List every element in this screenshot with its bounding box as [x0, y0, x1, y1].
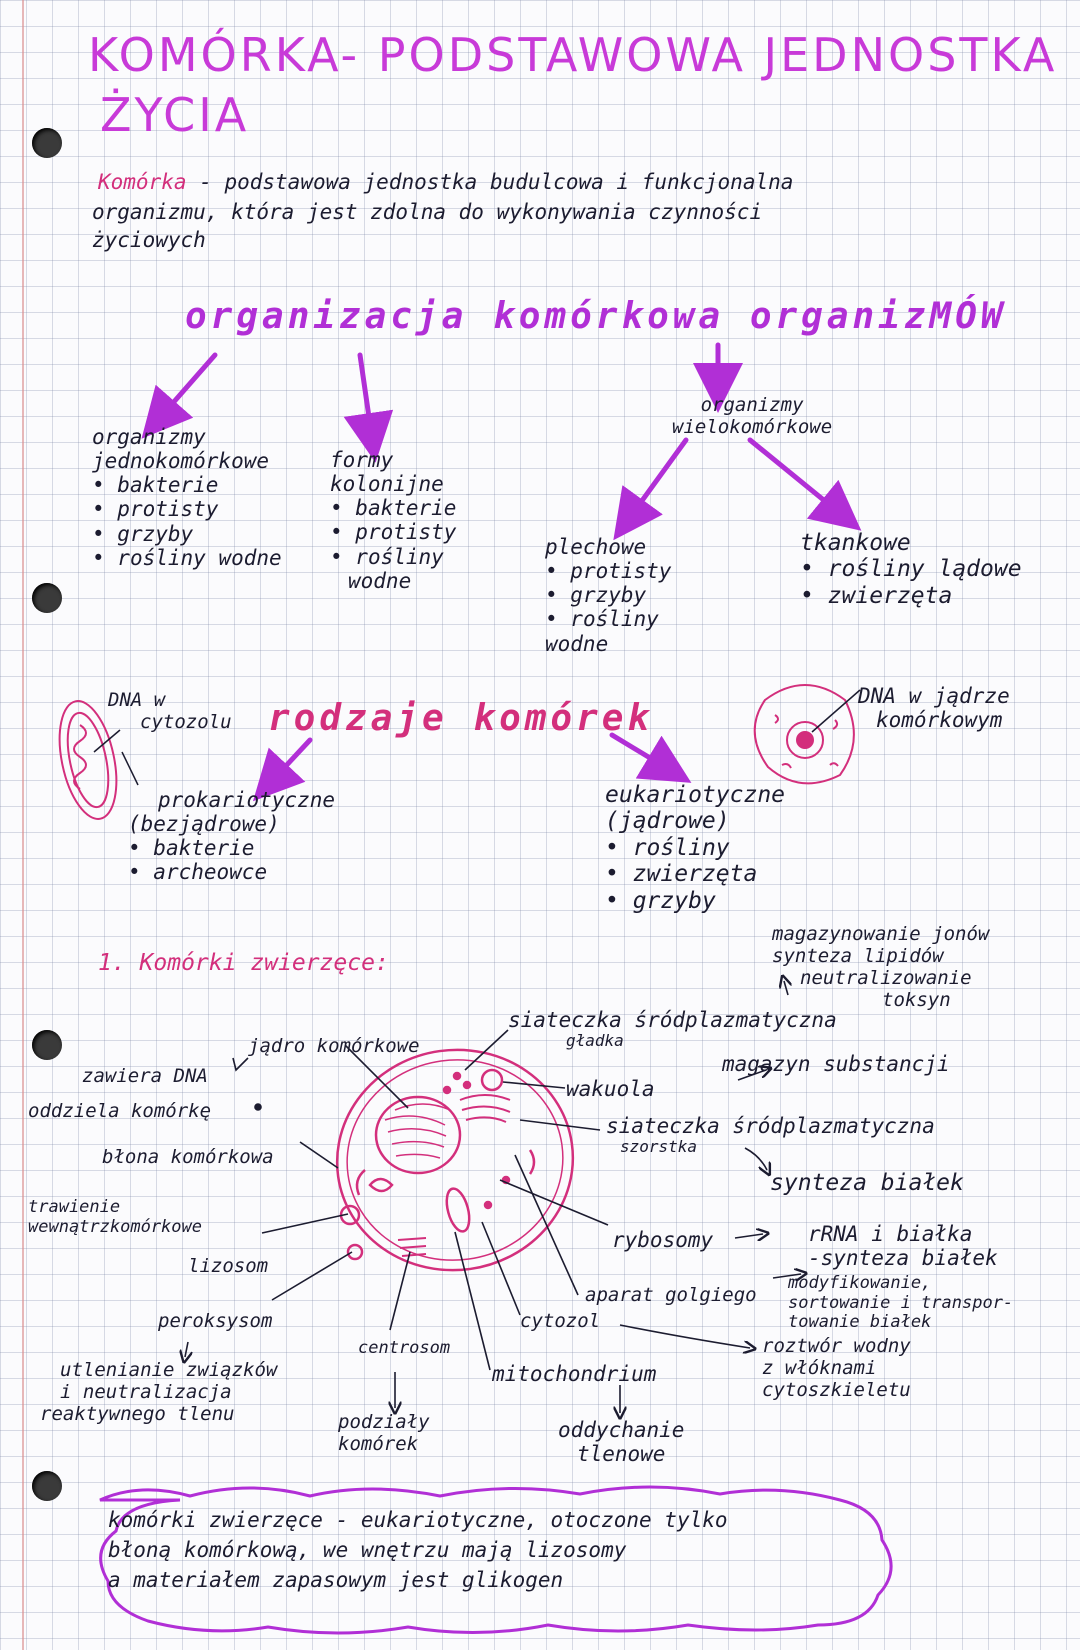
- list-item: • rośliny: [545, 607, 659, 632]
- label-vacuole: wakuola: [566, 1077, 655, 1101]
- label-digestion: trawienie wewnątrzkomórkowe: [28, 1197, 202, 1237]
- list-item: • zwierzęta: [800, 582, 953, 609]
- list-item: wodne: [348, 568, 412, 593]
- page-margin-line: [22, 0, 24, 1650]
- page-title-line1: KOMÓRKA- PODSTAWOWA JEDNOSTKA: [88, 28, 1058, 82]
- binder-hole: [32, 583, 62, 613]
- label-centrosome-function: podziały komórek: [338, 1411, 430, 1455]
- label-rough-er: siateczka śródplazmatyczna szorstka: [606, 1114, 935, 1157]
- label-mitochondrion: mitochondrium: [492, 1362, 657, 1386]
- summary-line3: a materiałem zapasowym jest glikogen: [108, 1568, 564, 1593]
- multicellular-title2: wielokomórkowe: [672, 415, 833, 438]
- cell-types-heading: rodzaje komórek: [268, 698, 654, 739]
- label-membrane-function: oddziela komórkę: [28, 1100, 212, 1122]
- binder-hole: [32, 1030, 62, 1060]
- thallus-title: plechowe: [545, 535, 647, 559]
- label-membrane: błona komórkowa: [102, 1146, 274, 1168]
- list-item: • archeowce: [128, 860, 268, 885]
- definition-line2: organizmu, która jest zdolna do wykonywa…: [92, 200, 763, 224]
- organization-heading: organizacja komórkowa organizMÓW: [185, 296, 1007, 337]
- dna-nucleus-label: DNA w jądrze komórkowym: [858, 684, 1010, 733]
- list-item: • protisty: [330, 520, 457, 545]
- summary-line1: komórki zwierzęce - eukariotyczne, otocz…: [108, 1508, 728, 1532]
- multicellular-title1: organizmy: [700, 394, 804, 416]
- list-item: • rośliny wodne: [92, 545, 282, 570]
- list-item: • rośliny: [330, 544, 444, 569]
- list-item: • bakterie: [330, 496, 457, 521]
- colonial-group: formy kolonijne • bakterie • protisty • …: [330, 448, 456, 593]
- dna-cytosol-label: DNA w cytozolu: [108, 689, 232, 733]
- summary-note: komórki zwierzęce - eukariotyczne, otocz…: [108, 1508, 728, 1592]
- label-golgi-function: modyfikowanie, sortowanie i transpor- to…: [788, 1273, 1014, 1333]
- label-centrosome: centrosom: [358, 1338, 451, 1358]
- animal-cell-heading: 1. Komórki zwierzęce:: [98, 950, 389, 976]
- list-item: • protisty: [545, 559, 672, 584]
- unicellular-group: organizmy jednokomórkowe • bakterie • pr…: [92, 425, 282, 570]
- list-item: • bakterie: [128, 836, 255, 861]
- prokaryotic-group: prokariotyczne (bezjądrowe) • bakterie •…: [128, 788, 335, 885]
- colonial-title1: formy: [330, 448, 394, 472]
- unicellular-title2: jednokomórkowe: [92, 449, 270, 474]
- label-nucleus-function: zawiera DNA: [82, 1065, 208, 1087]
- summary-line2: błoną komórkową, we wnętrzu mają lizosom…: [108, 1538, 627, 1563]
- list-item: • grzyby: [545, 583, 647, 608]
- eukaryotic-title: eukariotyczne: [605, 782, 786, 808]
- list-item: • protisty: [92, 497, 219, 522]
- tissue-group: tkankowe • rośliny lądowe • zwierzęta: [800, 530, 1022, 609]
- tissue-title: tkankowe: [800, 530, 911, 556]
- label-ribosomes: rybosomy: [612, 1228, 714, 1252]
- label-peroxisome-function: utlenianie związków i neutralizacja reak…: [40, 1359, 278, 1425]
- list-item: • rośliny: [605, 834, 730, 861]
- definition-text: - podstawowa jednostka budulcowa i funkc…: [199, 170, 794, 194]
- label-smooth-er-function: magazynowanie jonów synteza lipidów neut…: [772, 923, 990, 1011]
- multicellular-group: organizmy wielokomórkowe: [672, 394, 833, 439]
- label-lysosome: lizosom: [188, 1255, 269, 1277]
- binder-hole: [32, 128, 62, 158]
- animal-cell-sketch: [335, 1048, 575, 1272]
- label-cytosol: cytozol: [520, 1310, 601, 1332]
- binder-hole: [32, 1471, 62, 1501]
- label-smooth-er: siateczka śródplazmatyczna gładka: [508, 1008, 837, 1051]
- list-item: • grzyby: [92, 521, 194, 546]
- label-peroxisome: peroksysom: [158, 1310, 273, 1332]
- label-golgi: aparat golgiego: [585, 1284, 757, 1306]
- page-title-line2: ŻYCIA: [100, 88, 250, 142]
- list-item: • grzyby: [605, 887, 716, 914]
- label-nucleus: jądro komórkowe: [248, 1035, 420, 1057]
- label-rough-er-function: synteza białek: [770, 1170, 964, 1196]
- eukaryotic-cell-sketch: [753, 684, 861, 785]
- label-mitochondrion-function: oddychanie tlenowe: [558, 1418, 685, 1467]
- list-item: • rośliny lądowe: [800, 556, 1022, 583]
- definition-term: Komórka: [98, 170, 187, 194]
- label-vacuole-function: magazyn substancji: [722, 1052, 950, 1076]
- colonial-title2: kolonijne: [330, 472, 444, 497]
- label-cytosol-function: roztwór wodny z włóknami cytoszkieletu: [762, 1335, 911, 1401]
- thallus-group: plechowe • protisty • grzyby • rośliny w…: [545, 535, 671, 656]
- list-item: wodne: [545, 631, 609, 656]
- list-item: • zwierzęta: [605, 861, 758, 888]
- unicellular-title1: organizmy: [92, 425, 206, 449]
- definition-line1: Komórka - podstawowa jednostka budulcowa…: [98, 170, 793, 194]
- eukaryotic-group: eukariotyczne (jądrowe) • rośliny • zwie…: [605, 782, 785, 914]
- list-item: • bakterie: [92, 473, 219, 498]
- definition-line3: życiowych: [92, 228, 206, 252]
- prokaryotic-title: prokariotyczne: [158, 788, 336, 812]
- prokaryotic-sub: (bezjądrowe): [128, 812, 280, 837]
- eukaryotic-sub: (jądrowe): [605, 808, 730, 835]
- label-ribosomes-function: rRNA i białka -synteza białek: [808, 1222, 998, 1271]
